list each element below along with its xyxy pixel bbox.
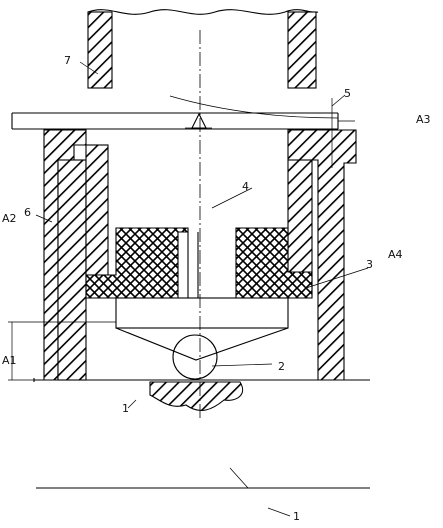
label-5: 5 <box>344 87 351 100</box>
label-2: 2 <box>278 360 285 373</box>
label-a4: A4 <box>388 248 403 261</box>
break-line-top <box>87 9 319 15</box>
label-1-upper: 1 <box>122 402 129 415</box>
label-7: 7 <box>64 54 71 67</box>
label-a2: A2 <box>2 212 17 225</box>
label-a3: A3 <box>416 113 431 126</box>
right-upper-post <box>287 11 317 89</box>
upper-plate <box>11 95 339 130</box>
left-wall <box>43 129 87 381</box>
cavity <box>115 297 289 380</box>
bent-wire <box>169 95 339 119</box>
ball-element <box>172 334 218 380</box>
label-1-lower: 1 <box>293 510 300 523</box>
leader-lines <box>35 61 369 517</box>
label-3: 3 <box>366 258 373 271</box>
upper-post-part-7 <box>87 9 319 89</box>
dimension-a1 <box>8 321 116 381</box>
label-a1: A1 <box>2 354 17 367</box>
left-inner-bar <box>85 144 109 276</box>
base <box>33 378 370 411</box>
left-upper-post <box>87 11 113 89</box>
label-4: 4 <box>242 180 249 193</box>
centre-block-part-3 <box>85 227 313 299</box>
lower-blob <box>149 381 244 411</box>
label-6: 6 <box>24 206 31 219</box>
pivot-triangle <box>191 112 207 129</box>
